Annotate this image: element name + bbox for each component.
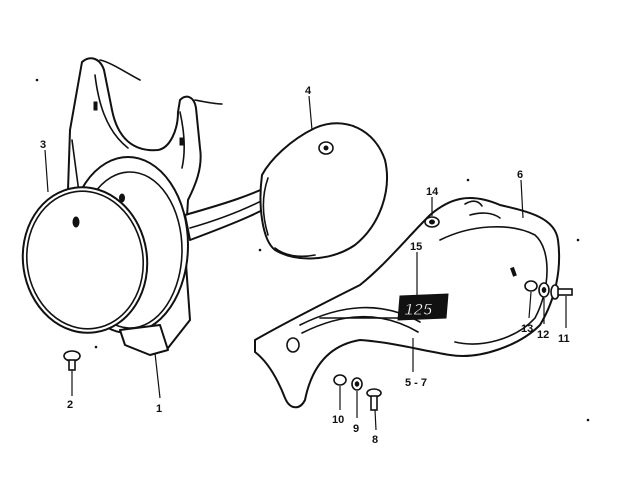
part-3-number-plate	[21, 186, 149, 334]
part-14-grommet	[424, 216, 440, 228]
callout-5-7: 5 - 7	[405, 377, 427, 389]
part-9-washer	[351, 377, 363, 391]
decal-text: 125	[404, 300, 433, 319]
part-8-bolt	[366, 388, 382, 411]
part-2-screw	[63, 350, 81, 371]
callout-8: 8	[372, 434, 378, 446]
callout-1: 1	[156, 403, 162, 415]
callout-labels: 1 2 3 4 5 - 7 6 8 9 10 11 12 13 14 15	[40, 85, 570, 446]
part-13-grommet	[524, 280, 538, 292]
callout-3: 3	[40, 139, 46, 151]
part-15-decal: 125	[397, 293, 449, 321]
scan-specks	[35, 78, 590, 422]
part-10-grommet	[333, 374, 347, 386]
callout-11: 11	[558, 333, 570, 345]
part-4-side-plate	[259, 122, 388, 260]
callout-14: 14	[426, 186, 439, 198]
callout-13: 13	[521, 323, 533, 335]
callout-15: 15	[410, 241, 422, 253]
part-12-washer	[538, 282, 550, 298]
callout-2: 2	[67, 399, 73, 411]
callout-6: 6	[517, 169, 523, 181]
callout-9: 9	[353, 423, 359, 435]
leader-lines	[44, 95, 567, 431]
part-11-bolt	[550, 284, 573, 300]
callout-4: 4	[305, 85, 312, 97]
callout-12: 12	[537, 329, 549, 341]
callout-10: 10	[332, 414, 344, 426]
